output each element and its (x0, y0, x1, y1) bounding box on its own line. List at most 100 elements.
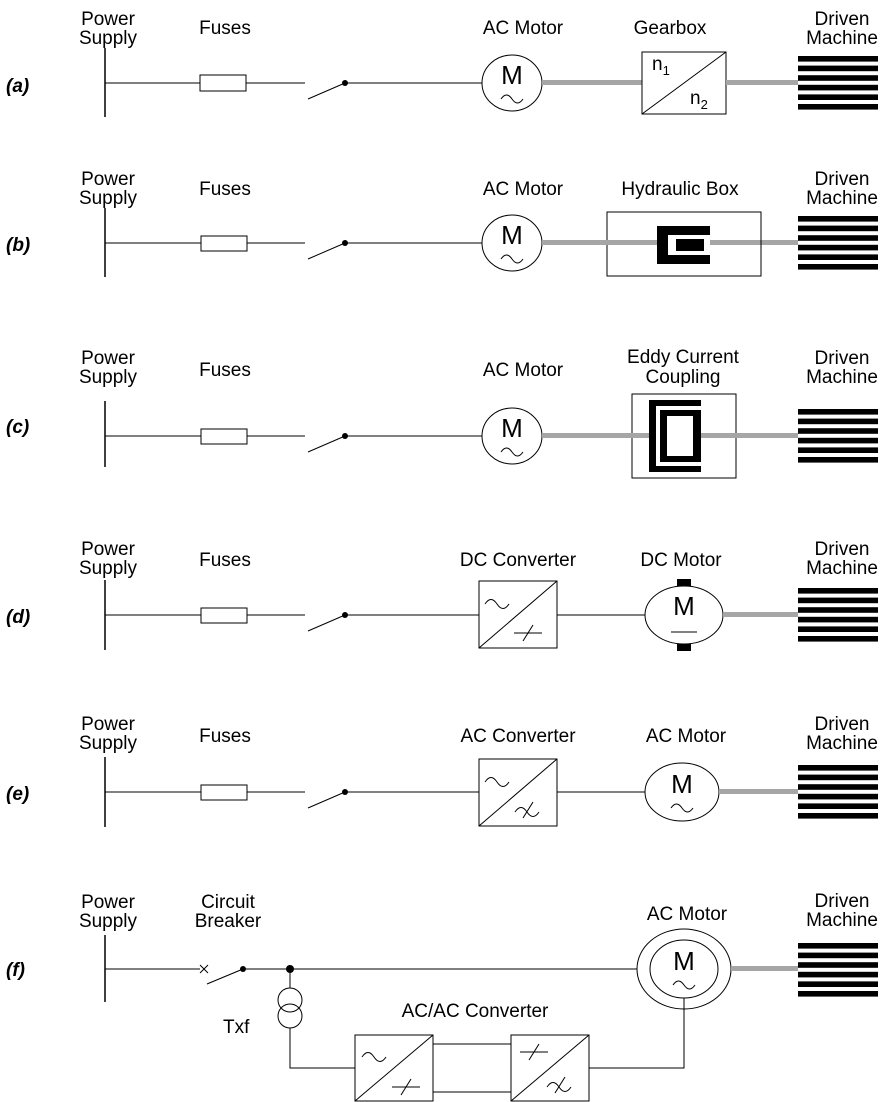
ac-tilde-icon (500, 447, 524, 457)
driven-machine-body (798, 216, 878, 270)
dc-output-icon (514, 624, 542, 642)
driven-machine-stripe (798, 447, 878, 453)
fuses-label: Fuses (199, 360, 251, 381)
ac-tilde-icon (484, 599, 510, 609)
gear-input-speed: n1 (652, 54, 670, 78)
gear-output-speed: n2 (690, 88, 708, 112)
motor-m-text: M (673, 591, 695, 621)
driven-machine-symbol (798, 216, 878, 270)
motor-m-text: M (671, 769, 693, 799)
driven-machine-stripe (798, 235, 878, 241)
ac-tilde-icon (672, 980, 696, 990)
row-label-c: (c) (6, 417, 29, 438)
breaker-blade (206, 968, 244, 985)
driven-machine-stripe (798, 56, 878, 62)
driven-machine-stripe (798, 244, 878, 251)
driven-machine-stripe (798, 254, 878, 260)
dc-input-icon (520, 1043, 548, 1061)
motor-shaft (723, 612, 798, 617)
row-label-d: (d) (6, 607, 30, 628)
dc-motor-brush-top (677, 579, 691, 587)
ac-motor-label: AC Motor (483, 360, 564, 381)
driven-machine-stripe (798, 803, 878, 809)
rotor-return-line (589, 1000, 685, 1069)
fuse-symbol (200, 607, 248, 624)
output-shaft (696, 433, 798, 438)
dc-output-icon (392, 1078, 420, 1096)
driven-machine-stripe (798, 216, 878, 222)
driven-machine-stripe (798, 616, 878, 623)
driven-machine-stripe (798, 225, 878, 232)
ac-motor-label: AC Motor (483, 179, 564, 200)
switch-blade (307, 791, 346, 809)
driven-machine-stripe (798, 104, 878, 110)
switch-blade (307, 82, 346, 100)
driven-machine-stripe (798, 264, 878, 270)
driven-machine-stripe (798, 793, 878, 800)
gearbox-label: Gearbox (634, 18, 707, 39)
driven-machine-symbol (798, 409, 878, 463)
driven-machine-stripe (798, 765, 878, 771)
motor-shaft (731, 966, 798, 971)
ac-converter-label: AC Converter (460, 726, 576, 747)
hydraulic-coupling-icon (657, 226, 710, 264)
ac-motor-label: AC Motor (483, 18, 564, 39)
hydraulic-box-label: Hydraulic Box (621, 179, 739, 200)
breaker-x-icon (199, 964, 209, 974)
row-label-f: (f) (6, 960, 25, 981)
driven-machine-stripe (798, 597, 878, 604)
transformer-primary-coil (277, 987, 303, 1013)
converter-divider (510, 1034, 590, 1102)
motor-shaft (542, 240, 657, 245)
driven-machine-stripe (798, 813, 878, 819)
driven-machine-stripe (798, 962, 878, 968)
fuses-label: Fuses (199, 179, 251, 200)
dc-motor-brush-bottom (677, 643, 691, 651)
transformer-label: Txf (223, 1017, 250, 1038)
driven-machine-stripe (798, 971, 878, 978)
motor-m-text: M (501, 60, 523, 90)
driven-machine-body (798, 943, 878, 997)
switch-blade (307, 242, 346, 260)
driven-machine-symbol (798, 765, 878, 819)
driven-machine-stripe (798, 75, 878, 81)
driven-machine-stripe (798, 457, 878, 463)
driven-machine-stripe (798, 588, 878, 594)
gearbox-divider (641, 51, 727, 115)
fuse-symbol (200, 428, 248, 445)
row-label-a: (a) (6, 76, 29, 97)
driven-machine-body (798, 588, 878, 642)
ac-ac-converter-label: AC/AC Converter (402, 1001, 549, 1022)
converter-supply-line (289, 1028, 355, 1069)
ac-motor-label: AC Motor (646, 726, 727, 747)
driven-machine-body (798, 56, 878, 110)
switch-blade (307, 614, 346, 632)
dc-motor-label: DC Motor (640, 550, 722, 571)
fuses-label: Fuses (199, 18, 251, 39)
motor-m-text: M (673, 946, 695, 976)
motor-shaft (719, 789, 798, 794)
fuses-label: Fuses (199, 550, 251, 571)
ac-tilde-icon (484, 777, 510, 787)
driven-machine-body (798, 765, 878, 819)
driven-machine-stripe (798, 636, 878, 642)
motor-m-text: M (501, 220, 523, 250)
variable-ac-output-icon (546, 1076, 572, 1094)
